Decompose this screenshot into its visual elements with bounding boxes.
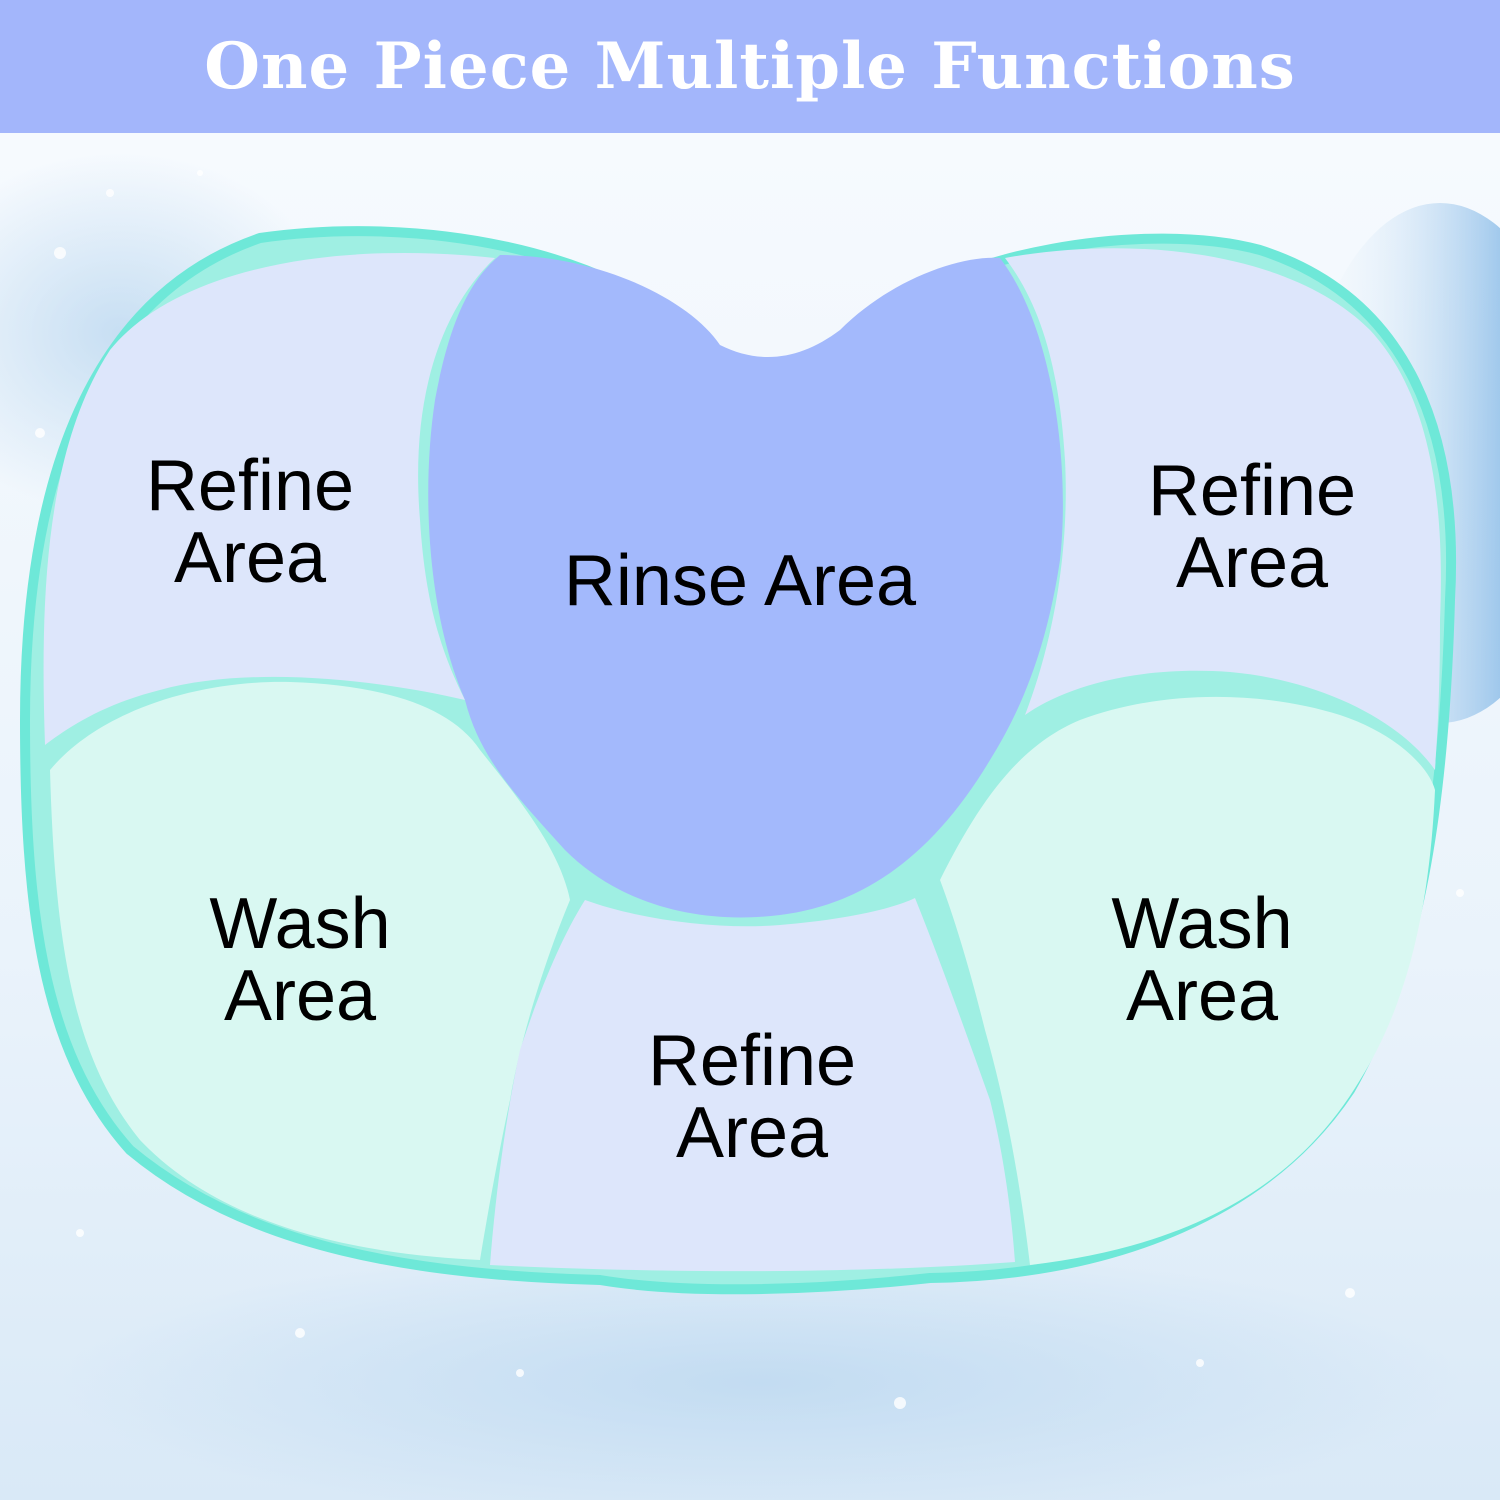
refine-area-top-right-line2: Area — [1175, 523, 1329, 603]
rinse-area-text: Rinse Area — [563, 541, 917, 621]
wash-area-left-label: Wash Area — [170, 888, 430, 1032]
refine-area-bottom — [490, 898, 1015, 1272]
rinse-area-label: Rinse Area — [520, 545, 960, 617]
wash-area-right — [940, 696, 1435, 1265]
refine-area-bottom-line2: Area — [675, 1093, 829, 1173]
rinse-area — [428, 255, 1063, 918]
refine-area-top-left — [43, 252, 496, 745]
refine-area-top-left-label: Refine Area — [120, 450, 380, 594]
refine-area-bottom-line1: Refine — [647, 1021, 857, 1101]
refine-area-top-right-label: Refine Area — [1122, 455, 1382, 599]
wash-area-right-line2: Area — [1125, 956, 1279, 1036]
refine-area-top-right — [1005, 248, 1441, 770]
banner-title: One Piece Multiple Functions — [204, 29, 1296, 104]
water-splash-bottom — [60, 1243, 1460, 1500]
title-banner: One Piece Multiple Functions — [0, 0, 1500, 133]
refine-area-top-right-line1: Refine — [1147, 451, 1357, 531]
wash-area-left — [50, 681, 570, 1260]
refine-area-bottom-label: Refine Area — [622, 1025, 882, 1169]
wash-area-left-line2: Area — [223, 956, 377, 1036]
wash-area-right-label: Wash Area — [1072, 888, 1332, 1032]
refine-area-top-left-line1: Refine — [145, 446, 355, 526]
wash-area-left-line1: Wash — [209, 884, 391, 964]
wash-area-right-line1: Wash — [1111, 884, 1293, 964]
refine-area-top-left-line2: Area — [173, 518, 327, 598]
